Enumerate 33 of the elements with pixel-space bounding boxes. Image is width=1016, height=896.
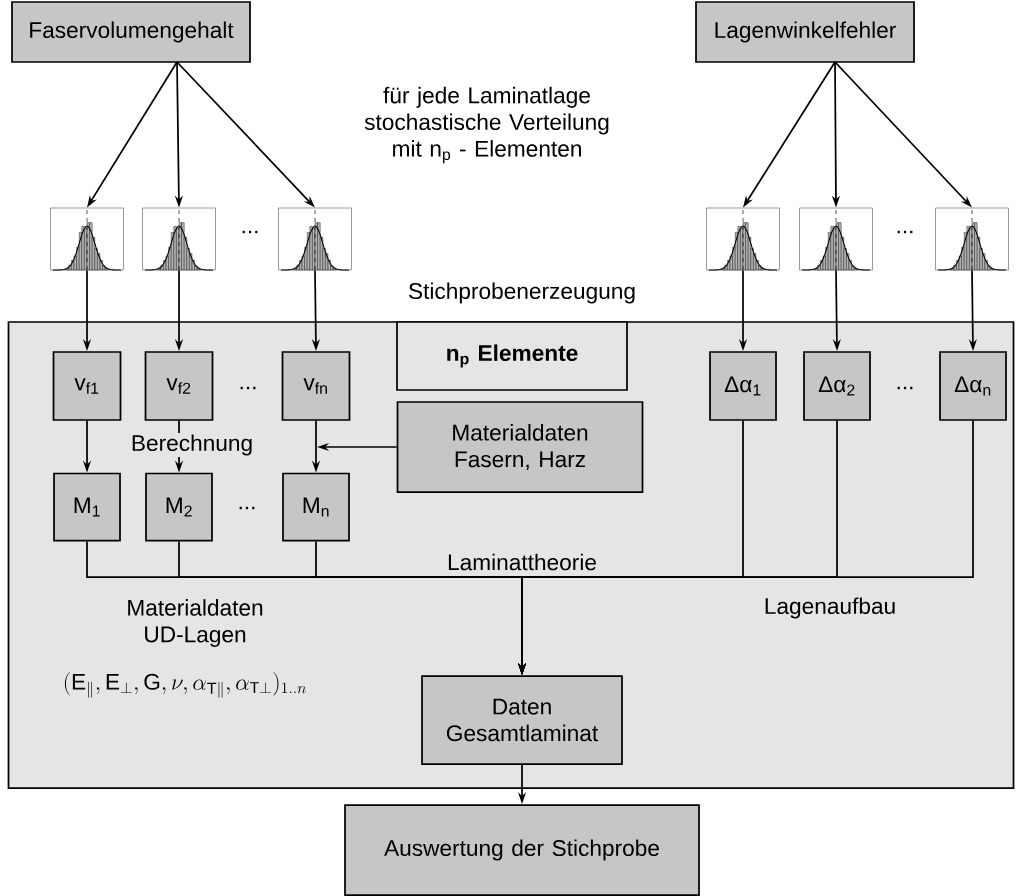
text-label: für jede Laminatlage stochastische Verteilung mit n$_{p}$ - Elementen bbox=[364, 86, 609, 164]
ellipsis: ... bbox=[240, 386, 256, 390]
histogram-drawing bbox=[706, 207, 780, 271]
process-box: v$_{f2}$ bbox=[144, 351, 214, 421]
histogram-drawing bbox=[935, 207, 1009, 271]
process-box: Δα$_{1}$ bbox=[709, 351, 777, 421]
text-label: Laminattheorie bbox=[448, 553, 596, 571]
process-box: Δα$_{2}$ bbox=[803, 351, 871, 421]
ellipsis: ... bbox=[897, 230, 913, 234]
process-box: M$_{n}$ bbox=[282, 472, 350, 542]
process-box: n$_{p}$ Elemente bbox=[396, 321, 628, 391]
ellipsis: ... bbox=[897, 386, 913, 390]
formula: $(\mathrm{E}_{\parallel},\mathrm{E}_{\perp},\mathrm{G},\nu,\alpha_{\mathrm{T}\parallel},\alpha_{\mathrm{T}\perp})_{1..n}$ bbox=[64, 672, 306, 698]
text-label: Materialdaten UD-Lagen bbox=[128, 599, 263, 647]
process-box: Lagenwinkelfehler bbox=[695, 1, 915, 63]
process-box: v$_{fn}$ bbox=[281, 351, 351, 421]
ellipsis: ... bbox=[239, 506, 255, 510]
process-box: Materialdaten Fasern, Harz bbox=[396, 401, 644, 493]
process-box: Faservolumengehalt bbox=[11, 1, 251, 63]
process-box: M$_{2}$ bbox=[145, 472, 213, 542]
histogram-drawing bbox=[142, 207, 216, 271]
text-label: Lagenaufbau bbox=[765, 597, 895, 619]
text-label: Berechnung bbox=[129, 433, 255, 457]
text-label: Stichprobenerzeugung bbox=[409, 282, 635, 304]
process-box: M$_{1}$ bbox=[53, 472, 121, 542]
process-box: Daten Gesamtlaminat bbox=[421, 675, 623, 765]
histogram-drawing bbox=[50, 207, 124, 271]
process-box: Δα$_{n}$ bbox=[939, 351, 1007, 421]
process-box: Auswertung der Stichprobe bbox=[344, 804, 700, 896]
ellipsis: ... bbox=[242, 230, 258, 234]
histogram-drawing bbox=[278, 207, 352, 271]
process-box: v$_{f1}$ bbox=[52, 351, 122, 421]
histogram-drawing bbox=[799, 207, 873, 271]
